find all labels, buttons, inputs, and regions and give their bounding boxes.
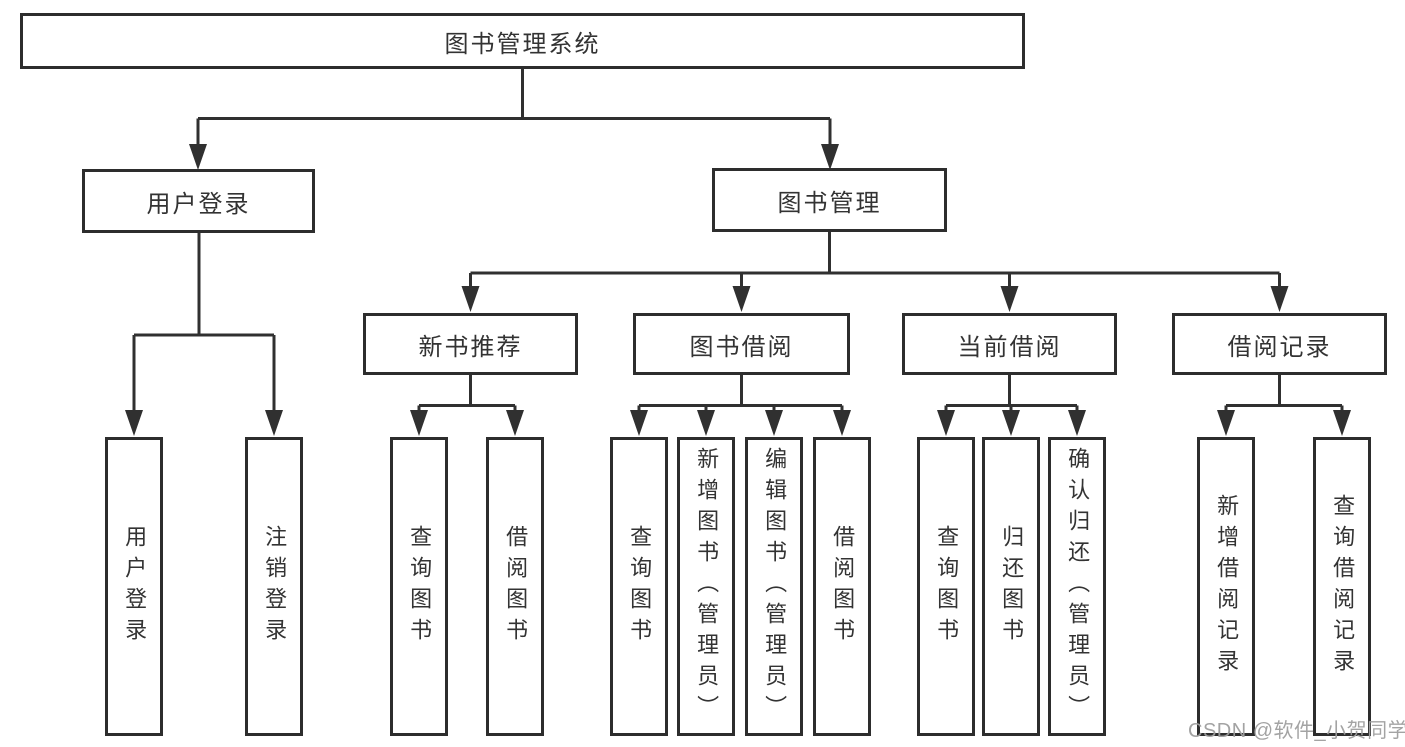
leaf-query-books-current-label: 查询图书 bbox=[934, 524, 960, 649]
node-borrow-records-label: 借阅记录 bbox=[1227, 333, 1332, 361]
node-book-management-label: 图书管理 bbox=[777, 189, 882, 217]
connector-book-mgmt-to-level3 bbox=[469, 232, 1281, 288]
leaf-query-books-current: 查询图书 bbox=[917, 437, 975, 736]
leaf-edit-books-admin-label: 编辑图书（管理员） bbox=[762, 447, 788, 726]
node-user-login-label: 用户登录 bbox=[146, 190, 251, 218]
node-new-book-recommend: 新书推荐 bbox=[363, 313, 578, 375]
leaf-confirm-return-admin-label: 确认归还（管理员） bbox=[1065, 447, 1091, 726]
leaf-query-books-borrow: 查询图书 bbox=[610, 437, 668, 736]
leaf-add-borrow-record: 新增借阅记录 bbox=[1197, 437, 1255, 736]
connector-new-book-group bbox=[417, 375, 517, 412]
node-borrow-records: 借阅记录 bbox=[1172, 313, 1387, 375]
leaf-borrow-books-recommend-label: 借阅图书 bbox=[503, 524, 529, 649]
leaf-add-books-admin-label: 新增图书（管理员） bbox=[694, 447, 720, 726]
leaf-logout: 注销登录 bbox=[245, 437, 303, 736]
leaf-add-books-admin: 新增图书（管理员） bbox=[677, 437, 735, 736]
leaf-borrow-books: 借阅图书 bbox=[813, 437, 871, 736]
connector-current-borrow-group bbox=[944, 375, 1079, 412]
leaf-query-books-recommend-label: 查询图书 bbox=[407, 524, 433, 649]
node-book-management: 图书管理 bbox=[712, 168, 947, 232]
leaf-edit-books-admin: 编辑图书（管理员） bbox=[745, 437, 803, 736]
connector-root-to-level2 bbox=[196, 68, 832, 147]
leaf-query-books-recommend: 查询图书 bbox=[390, 437, 448, 736]
leaf-confirm-return-admin: 确认归还（管理员） bbox=[1048, 437, 1106, 736]
leaf-logout-label: 注销登录 bbox=[262, 524, 288, 649]
leaf-add-borrow-record-label: 新增借阅记录 bbox=[1214, 493, 1240, 680]
node-current-borrow-label: 当前借阅 bbox=[957, 333, 1062, 361]
leaf-return-books: 归还图书 bbox=[982, 437, 1040, 736]
node-current-borrow: 当前借阅 bbox=[902, 313, 1117, 375]
node-root-label: 图书管理系统 bbox=[444, 30, 601, 58]
leaf-query-borrow-record-label: 查询借阅记录 bbox=[1330, 493, 1356, 680]
connector-user-login-group bbox=[132, 233, 276, 412]
connector-borrow-records-group bbox=[1224, 375, 1344, 412]
connector-book-borrow-group bbox=[637, 375, 844, 412]
leaf-query-books-borrow-label: 查询图书 bbox=[627, 524, 653, 649]
csdn-watermark: CSDN @软件_小贺同学 bbox=[1188, 720, 1405, 742]
leaf-borrow-books-label: 借阅图书 bbox=[830, 524, 856, 649]
arrowhead-icons bbox=[125, 144, 1351, 436]
leaf-user-login-label: 用户登录 bbox=[122, 524, 148, 649]
node-user-login: 用户登录 bbox=[82, 169, 315, 233]
node-root-library-system: 图书管理系统 bbox=[20, 13, 1025, 69]
node-new-book-recommend-label: 新书推荐 bbox=[418, 333, 523, 361]
node-book-borrow: 图书借阅 bbox=[633, 313, 850, 375]
leaf-user-login: 用户登录 bbox=[105, 437, 163, 736]
node-book-borrow-label: 图书借阅 bbox=[689, 333, 794, 361]
leaf-query-borrow-record: 查询借阅记录 bbox=[1313, 437, 1371, 736]
leaf-return-books-label: 归还图书 bbox=[999, 524, 1025, 649]
leaf-borrow-books-recommend: 借阅图书 bbox=[486, 437, 544, 736]
